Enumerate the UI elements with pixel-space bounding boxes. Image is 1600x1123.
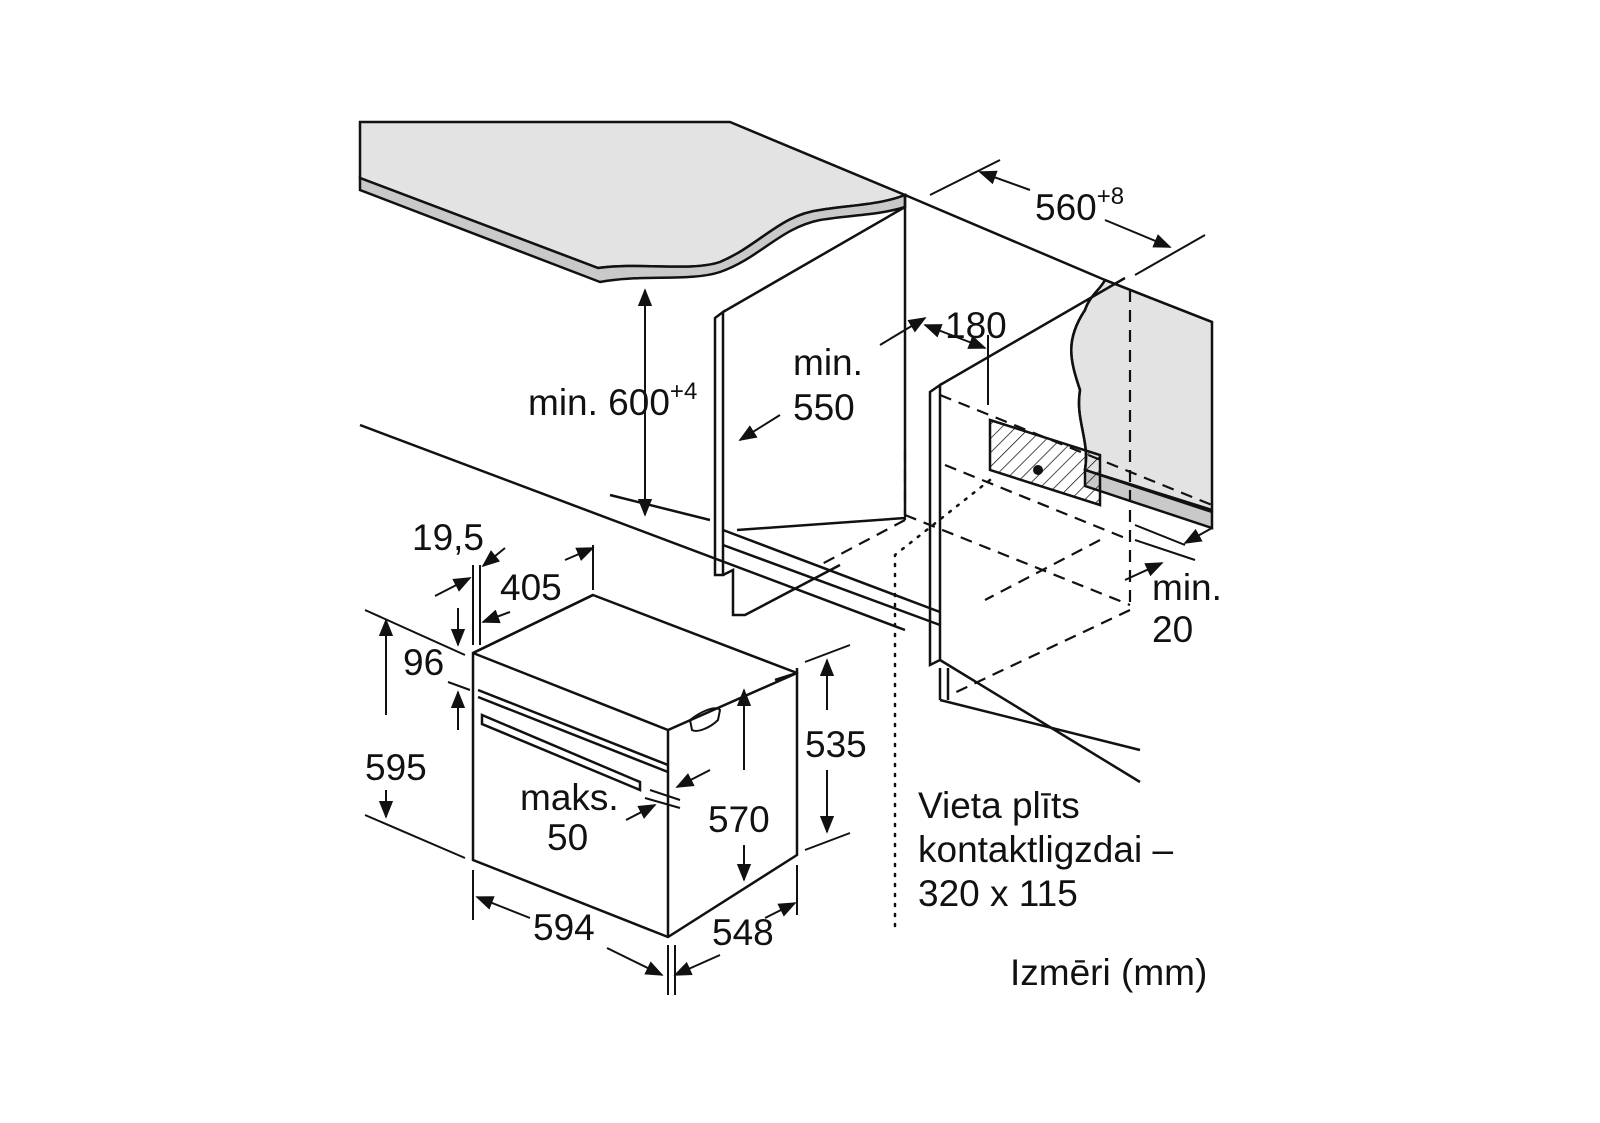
label-min-550-a: min.	[793, 342, 863, 383]
oven	[471, 593, 799, 939]
label-560: 560+8	[1035, 183, 1124, 228]
label-maks-50: 50	[547, 817, 588, 858]
label-570: 570	[708, 799, 770, 840]
label-min-20-a: min.	[1152, 567, 1222, 608]
side-handle	[688, 707, 722, 732]
label-405: 405	[500, 567, 562, 608]
label-min-550-b: 550	[793, 387, 855, 428]
units-label: Izmēri (mm)	[1010, 952, 1207, 993]
dimension-lines	[364, 159, 1213, 995]
note-line-2: kontaktligzdai –	[918, 829, 1173, 870]
label-96: 96	[403, 642, 444, 683]
label-180: 180	[945, 305, 1007, 346]
socket-dot	[1033, 465, 1043, 475]
left-cabinet	[359, 193, 1106, 632]
label-594: 594	[533, 907, 595, 948]
label-595: 595	[365, 747, 427, 788]
note-line-3: 320 x 115	[918, 873, 1078, 914]
label-19-5: 19,5	[412, 517, 484, 558]
label-min-20-b: 20	[1152, 609, 1193, 650]
label-maks: maks.	[520, 777, 619, 818]
left-countertop	[358, 120, 909, 284]
label-535: 535	[805, 724, 867, 765]
label-min-600: min. 600+4	[528, 378, 697, 423]
right-cabinet	[819, 276, 1214, 932]
door-handle	[480, 713, 642, 792]
note-line-1: Vieta plīts	[918, 785, 1080, 826]
socket-area-hatch	[988, 418, 1102, 507]
dimension-labels: min. 600+4 min. 550 180 560+8 min. 20 19…	[365, 183, 1222, 993]
label-548: 548	[712, 912, 774, 953]
